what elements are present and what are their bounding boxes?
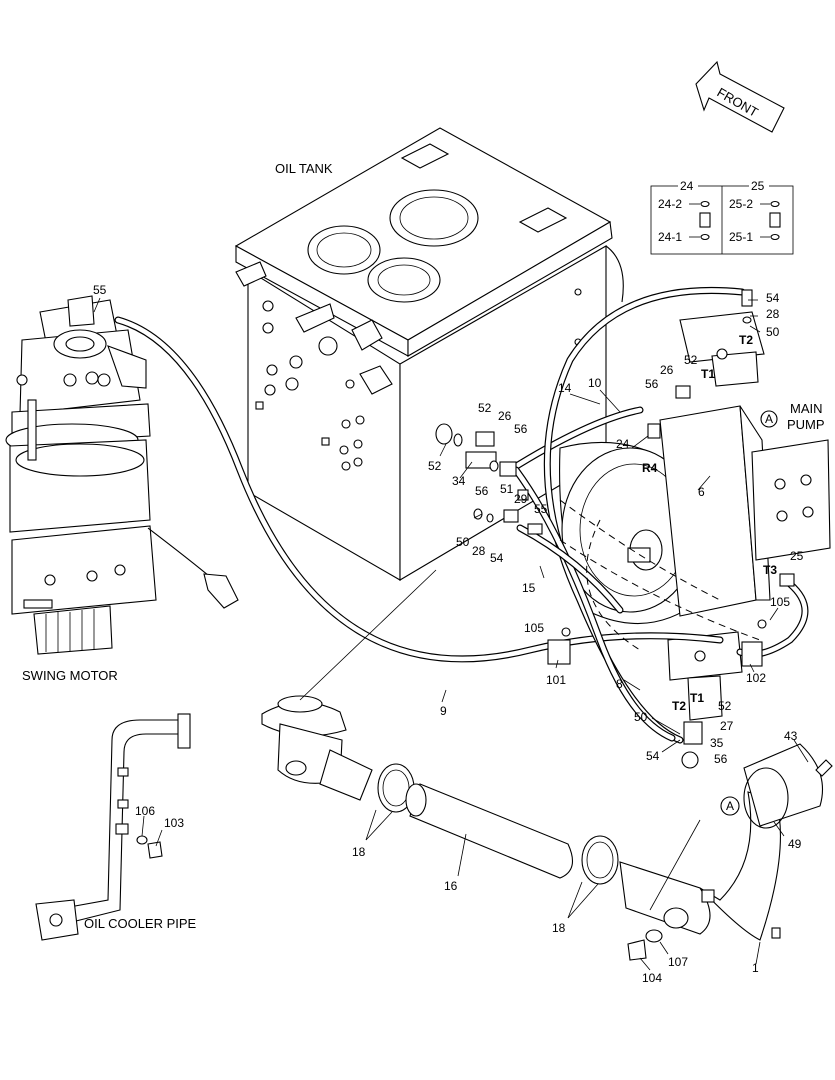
- label-18-right: 18: [552, 921, 566, 935]
- label-101: 101: [546, 673, 566, 687]
- label-50-top: 50: [766, 325, 780, 339]
- label-52-mid: 52: [478, 401, 492, 415]
- label-54-mid: 54: [490, 551, 504, 565]
- label-54-top: 54: [766, 291, 780, 305]
- main-pump-title-line1: MAIN: [790, 401, 823, 416]
- label-49: 49: [788, 837, 802, 851]
- label-28-top: 28: [766, 307, 780, 321]
- label-8: 8: [616, 677, 623, 691]
- label-54-low: 54: [646, 749, 660, 763]
- detail-24-1: 24-1: [658, 230, 682, 244]
- detail-table: 24 25 24-2 24-1 25-2 25-1: [650, 179, 794, 255]
- oil-cooler-pipe: OIL COOLER PIPE: [35, 713, 197, 941]
- detail-25-1: 25-1: [729, 230, 753, 244]
- label-24: 24: [616, 437, 630, 451]
- swing-motor: SWING MOTOR: [5, 295, 239, 683]
- label-27: 27: [720, 719, 734, 733]
- label-52-top: 52: [684, 353, 698, 367]
- label-52-low: 52: [718, 699, 732, 713]
- label-29: 29: [514, 492, 528, 506]
- suction-pipe: A: [261, 695, 833, 961]
- port-t1-top: T1: [701, 367, 715, 381]
- hoses: [114, 286, 809, 744]
- label-56-low: 56: [475, 484, 489, 498]
- port-r4: R4: [642, 461, 658, 475]
- label-43: 43: [784, 729, 798, 743]
- port-t3: T3: [763, 563, 777, 577]
- oil-tank-title: OIL TANK: [275, 161, 333, 176]
- label-16: 16: [444, 879, 458, 893]
- label-105-left: 105: [524, 621, 544, 635]
- front-label: FRONT: [715, 85, 761, 120]
- label-55-mid: 55: [534, 502, 548, 516]
- label-51: 51: [500, 482, 514, 496]
- label-102: 102: [746, 671, 766, 685]
- label-35: 35: [710, 736, 724, 750]
- swing-motor-title: SWING MOTOR: [22, 668, 118, 683]
- label-56-top: 56: [645, 377, 659, 391]
- tank-fittings: [435, 289, 795, 769]
- label-56-low-right: 56: [714, 752, 728, 766]
- port-t1-bottom: T1: [690, 691, 704, 705]
- label-1: 1: [752, 961, 759, 975]
- part-labels: 55 54 28 50 52 26 56 14 10 52 26 56 52 3…: [93, 283, 804, 985]
- label-10: 10: [588, 376, 602, 390]
- label-107: 107: [668, 955, 688, 969]
- detail-header-25: 25: [751, 179, 765, 193]
- label-26-mid: 26: [498, 409, 512, 423]
- label-50-mid: 50: [456, 535, 470, 549]
- label-52-left: 52: [428, 459, 442, 473]
- label-104: 104: [642, 971, 662, 985]
- label-34: 34: [452, 474, 466, 488]
- main-pump-title-line2: PUMP: [787, 417, 825, 432]
- port-t2-bottom: T2: [672, 699, 686, 713]
- callout-a-pipe: A: [726, 799, 734, 813]
- label-6: 6: [698, 485, 705, 499]
- label-25: 25: [790, 549, 804, 563]
- port-labels: T1 T2 R4 T3 T2 T1: [642, 333, 777, 713]
- front-arrow: FRONT: [695, 60, 785, 133]
- clamps: [547, 619, 767, 667]
- label-55-swing: 55: [93, 283, 107, 297]
- label-50-low: 50: [634, 710, 648, 724]
- port-t2-top: T2: [739, 333, 753, 347]
- label-18-left: 18: [352, 845, 366, 859]
- label-28-mid: 28: [472, 544, 486, 558]
- detail-header-24: 24: [680, 179, 694, 193]
- label-106: 106: [135, 804, 155, 818]
- oil-cooler-pipe-title: OIL COOLER PIPE: [84, 916, 197, 931]
- leader-lines: [93, 297, 809, 971]
- label-15: 15: [522, 581, 536, 595]
- label-105-right: 105: [770, 595, 790, 609]
- label-26-top: 26: [660, 363, 674, 377]
- label-14: 14: [558, 381, 572, 395]
- oil-tank: OIL TANK: [234, 127, 624, 581]
- label-103: 103: [164, 816, 184, 830]
- callout-a-pump: A: [765, 412, 773, 426]
- label-56-mid: 56: [514, 422, 528, 436]
- detail-25-2: 25-2: [729, 197, 753, 211]
- detail-24-2: 24-2: [658, 197, 682, 211]
- label-9: 9: [440, 704, 447, 718]
